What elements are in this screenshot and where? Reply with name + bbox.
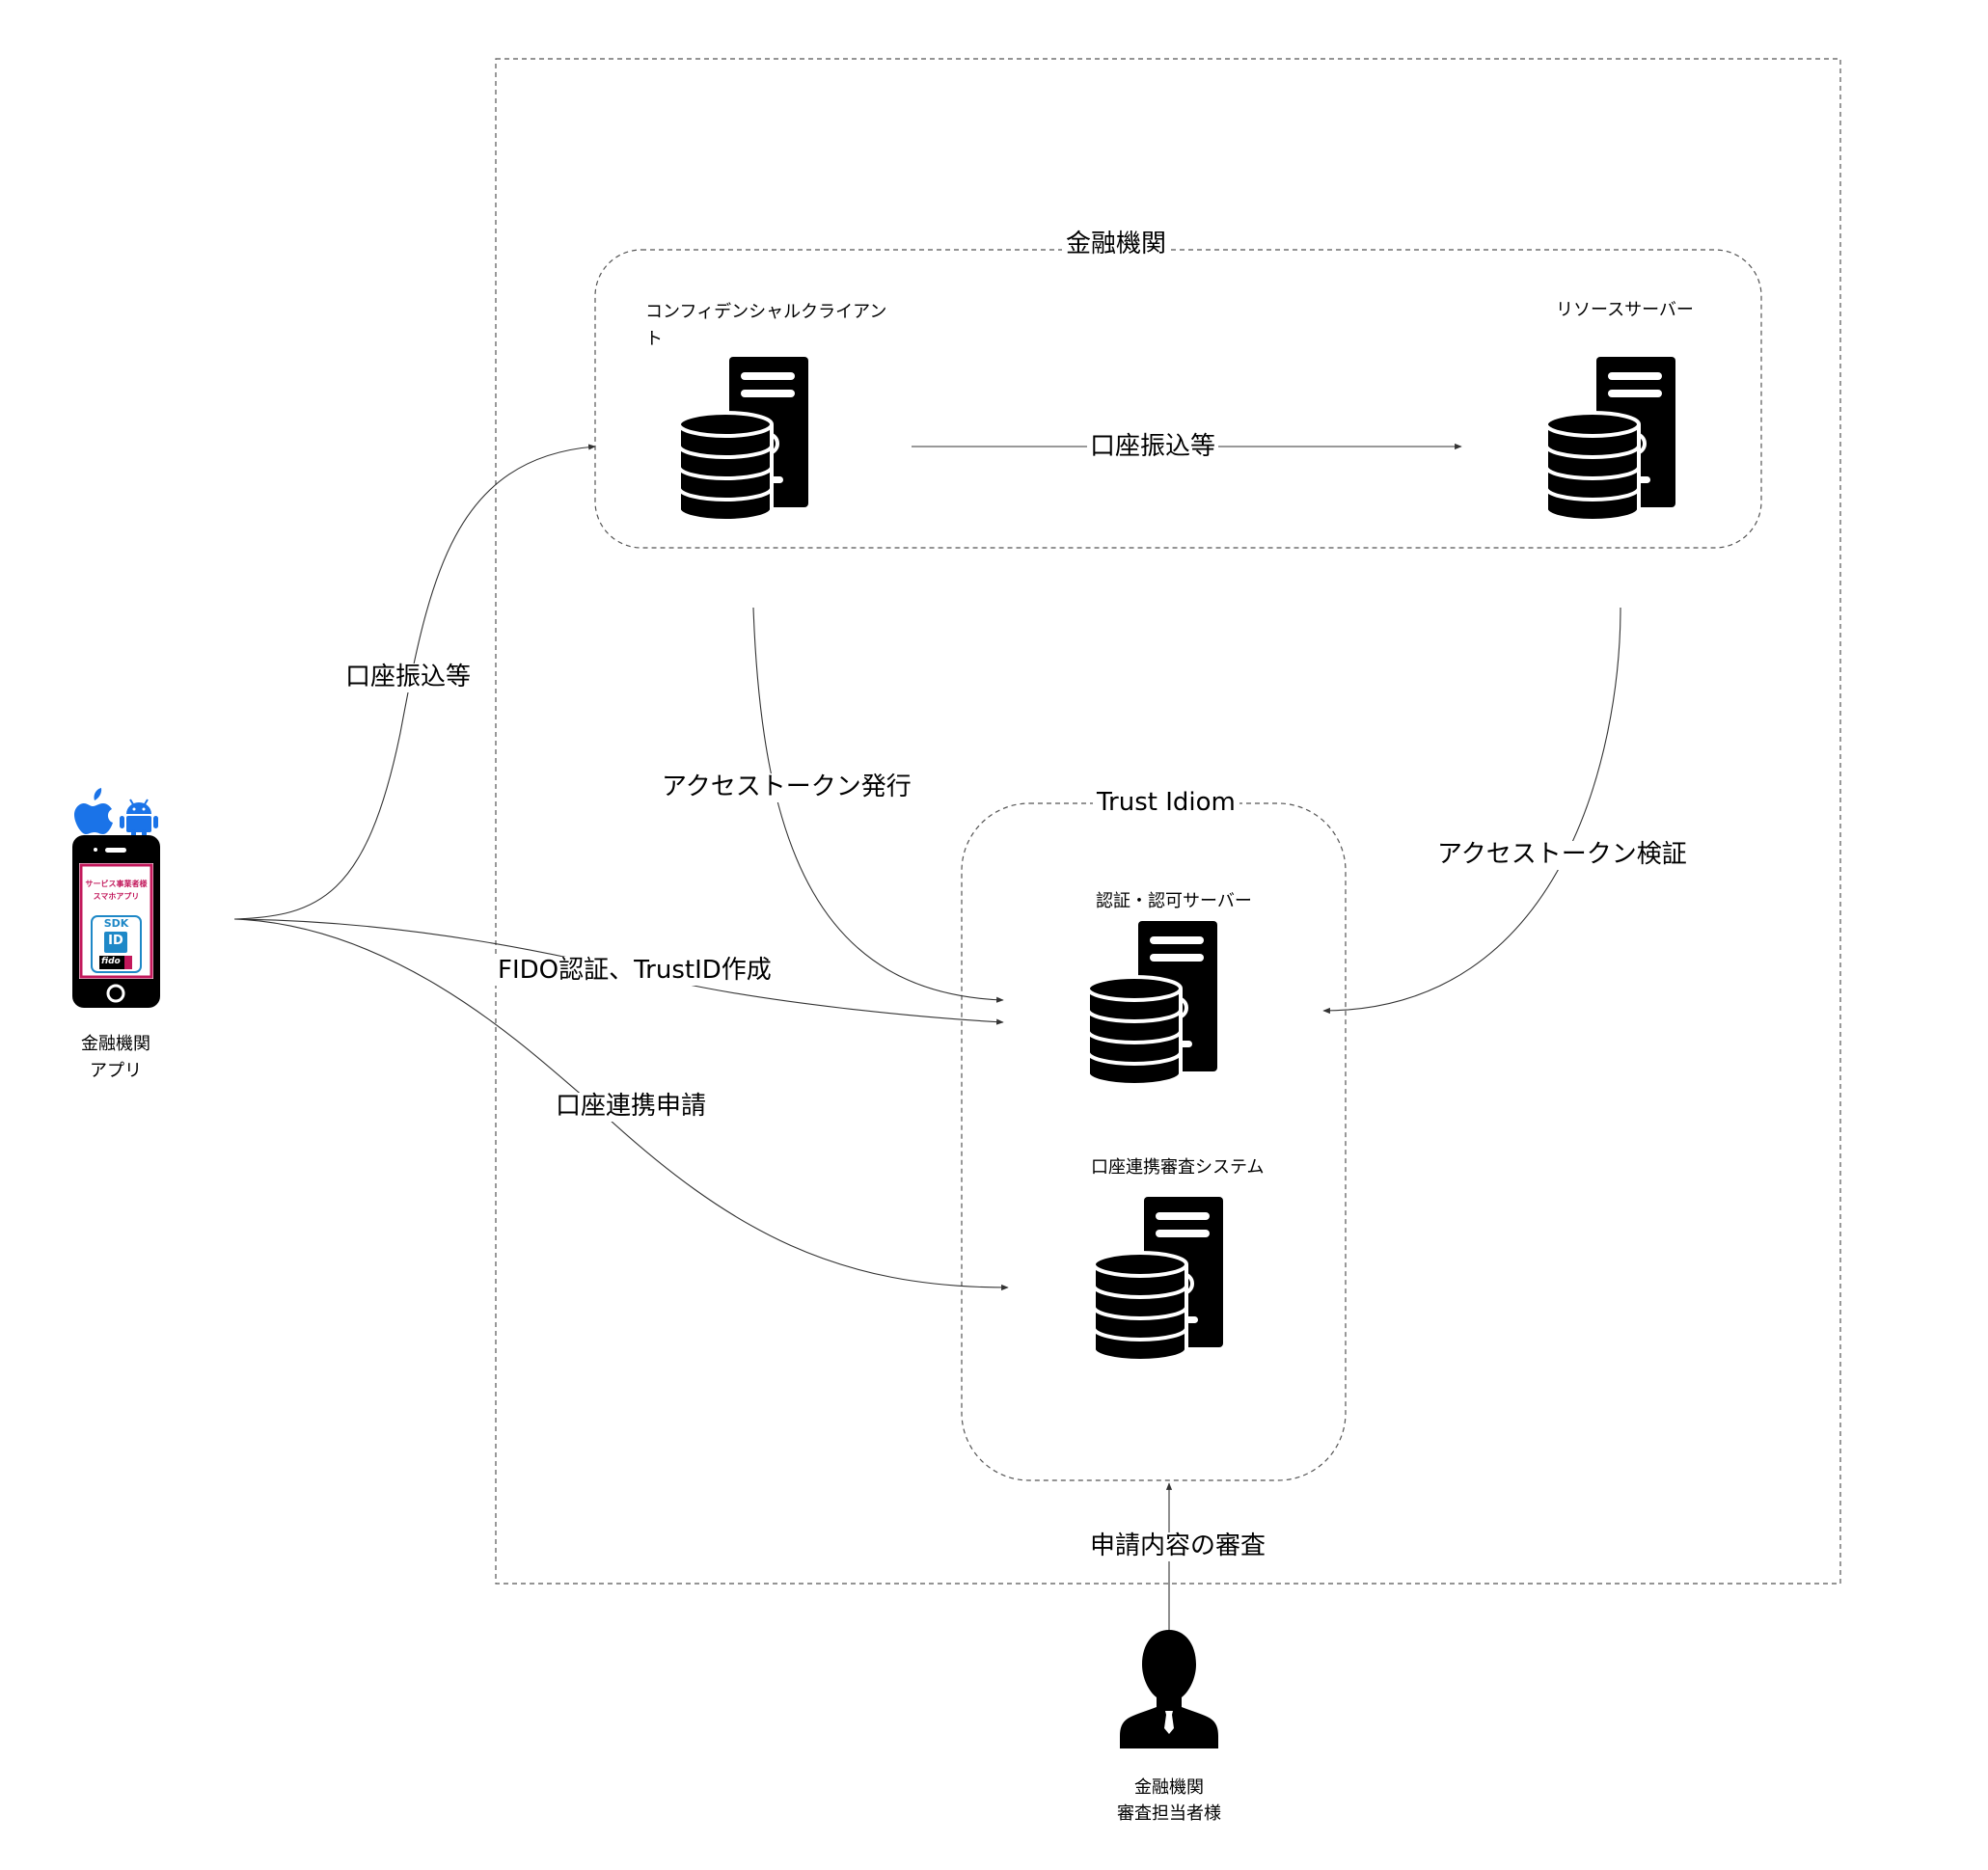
edge-app-to-client (233, 444, 596, 920)
outer-frame (495, 58, 1841, 1585)
group-title-trust-idiom: Trust Idiom (1093, 788, 1239, 818)
fido-badge: fido (101, 957, 121, 966)
app-label-line2: アプリ (68, 1061, 164, 1082)
review-system-label: 口座連携審査システム (1091, 1157, 1265, 1179)
group-title-financial-institution: 金融機関 (1062, 230, 1171, 259)
edge-label-fido: FIDO認証、TrustID作成 (495, 956, 775, 986)
sdk-badge: SDK (103, 917, 129, 930)
app-screen-text-line1: サービス事業者様 (85, 880, 148, 888)
edge-label-app-to-client: 口座振込等 (342, 663, 475, 692)
edge-token-verify (1322, 607, 1621, 1015)
edge-label-link-request: 口座連携申請 (553, 1092, 710, 1122)
reviewer-person-icon (1120, 1630, 1218, 1748)
reviewer-label-line2: 審査担当者様 (1092, 1803, 1246, 1825)
reviewer-label-line1: 金融機関 (1092, 1777, 1246, 1799)
edge-label-token-verify: アクセストークン検証 (1434, 840, 1690, 870)
edge-label-client-to-resource: 口座振込等 (1087, 432, 1219, 462)
app-screen-text-line2: スマホアプリ (93, 892, 140, 901)
apple-icon (74, 788, 113, 834)
android-icon (120, 799, 158, 838)
edge-label-token-issue: アクセストークン発行 (659, 772, 914, 802)
id-badge: ID (108, 934, 123, 948)
auth-server-icon (1086, 919, 1219, 1087)
confidential-client-server-icon (677, 355, 810, 523)
smartphone-icon (72, 835, 160, 1008)
edge-token-issue (752, 607, 1004, 1003)
resource-server-icon (1544, 355, 1677, 523)
review-system-server-icon (1092, 1195, 1225, 1363)
resource-server-label: リソースサーバー (1556, 300, 1694, 321)
edge-label-review: 申請内容の審査 (1087, 1531, 1269, 1561)
app-label-line1: 金融機関 (68, 1034, 164, 1055)
auth-server-label: 認証・認可サーバー (1096, 891, 1252, 912)
confidential-client-label: コンフィデンシャルクライアント (645, 302, 887, 349)
